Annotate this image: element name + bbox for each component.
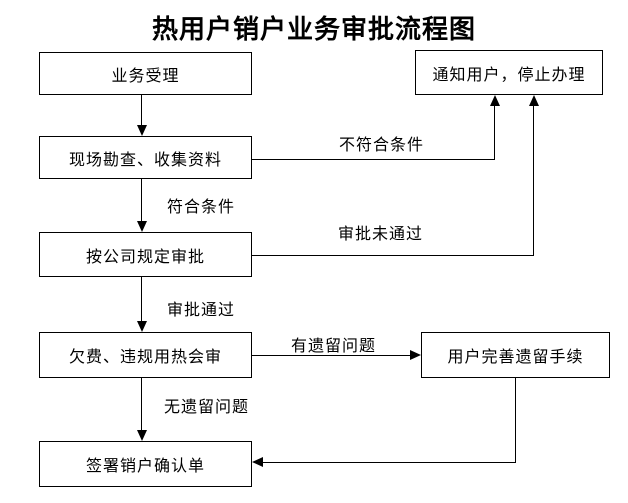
connector-review-to-sign — [141, 378, 142, 431]
connector-approve-to-notify-vertical — [533, 105, 534, 256]
connector-review-to-complete — [252, 355, 411, 356]
edge-label-not-qualified: 不符合条件 — [339, 135, 425, 154]
connector-complete-to-sign-horizontal — [262, 462, 516, 463]
node-arrears-violation-joint-review: 欠费、违规用热会审 — [39, 332, 252, 378]
edge-label-no-remaining-issues: 无遗留问题 — [164, 397, 250, 416]
edge-label-qualified: 符合条件 — [167, 197, 236, 216]
node-site-survey-collect-materials: 现场勘查、收集资料 — [39, 136, 252, 179]
connector-approve-to-notify-horizontal — [252, 255, 534, 256]
arrowhead-right-icon — [410, 350, 421, 360]
node-company-regulation-approval: 按公司规定审批 — [39, 232, 252, 277]
node-sign-cancellation-confirmation: 签署销户确认单 — [39, 441, 252, 487]
flowchart-title: 热用户销户业务审批流程图 — [151, 15, 476, 45]
connector-survey-to-approve — [141, 179, 142, 222]
arrowhead-up-icon — [529, 95, 539, 106]
edge-label-approval-failed: 审批未通过 — [338, 224, 424, 243]
node-notify-user-stop-processing: 通知用户，停止办理 — [415, 50, 603, 95]
node-business-acceptance: 业务受理 — [39, 52, 252, 95]
arrowhead-down-icon — [137, 321, 147, 332]
edge-label-has-remaining-issues: 有遗留问题 — [291, 336, 377, 355]
node-user-complete-remaining-procedures: 用户完善遗留手续 — [421, 332, 610, 378]
connector-survey-to-notify-vertical — [494, 105, 495, 160]
arrowhead-down-icon — [137, 430, 147, 441]
arrowhead-down-icon — [137, 125, 147, 136]
connector-accept-to-survey — [141, 95, 142, 126]
arrowhead-up-icon — [490, 95, 500, 106]
connector-approve-to-review — [141, 277, 142, 322]
connector-complete-to-sign-vertical — [515, 378, 516, 463]
arrowhead-down-icon — [137, 221, 147, 232]
arrowhead-left-icon — [252, 457, 263, 467]
edge-label-approval-passed: 审批通过 — [167, 300, 236, 319]
connector-survey-to-notify-horizontal — [252, 159, 494, 160]
